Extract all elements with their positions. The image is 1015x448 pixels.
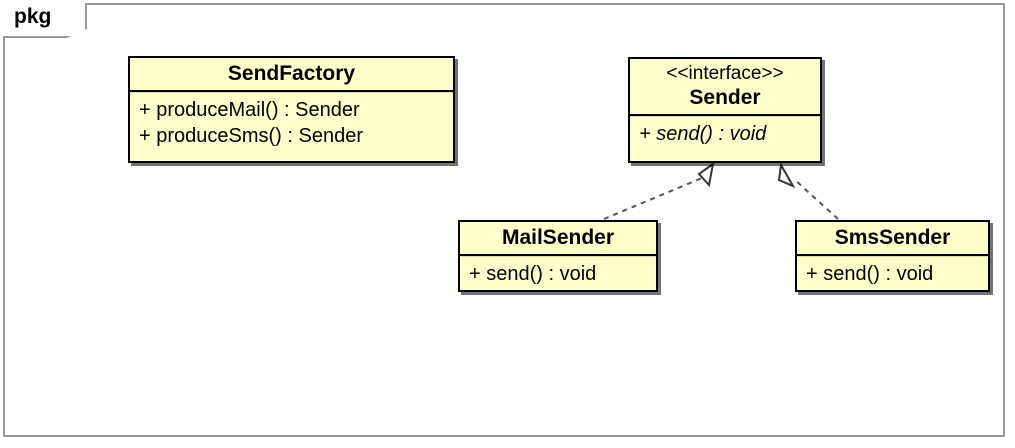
package-tab: [3, 3, 87, 38]
class-box-mailsender[interactable]: MailSender + send() : void: [458, 220, 658, 292]
class-title-smssender: SmsSender: [797, 222, 988, 256]
class-title-sender: <<interface>> Sender: [630, 59, 820, 116]
class-member: + produceMail() : Sender: [139, 99, 360, 121]
class-box-smssender[interactable]: SmsSender + send() : void: [795, 220, 990, 292]
class-member: + send() : void: [469, 263, 597, 285]
class-members-sender: + send() : void: [630, 116, 820, 151]
class-name-smssender: SmsSender: [834, 226, 951, 249]
class-members-sendfactory: + produceMail() : Sender + produceSms() …: [130, 92, 453, 153]
package-label: pkg: [14, 5, 52, 28]
class-title-sendfactory: SendFactory: [130, 58, 453, 92]
class-box-sendfactory[interactable]: SendFactory + produceMail() : Sender + p…: [128, 56, 455, 163]
class-member: + produceSms() : Sender: [139, 125, 363, 147]
class-title-mailsender: MailSender: [460, 222, 656, 256]
class-name-mailsender: MailSender: [501, 226, 615, 249]
class-name-sender: Sender: [689, 86, 761, 109]
class-box-sender[interactable]: <<interface>> Sender + send() : void: [628, 57, 822, 163]
class-members-mailsender: + send() : void: [460, 256, 656, 291]
class-member: + send() : void: [806, 263, 934, 285]
class-member: + send() : void: [639, 123, 767, 145]
class-members-smssender: + send() : void: [797, 256, 988, 291]
class-name-sendfactory: SendFactory: [227, 62, 356, 85]
class-stereotype-sender: <<interface>>: [666, 63, 784, 84]
